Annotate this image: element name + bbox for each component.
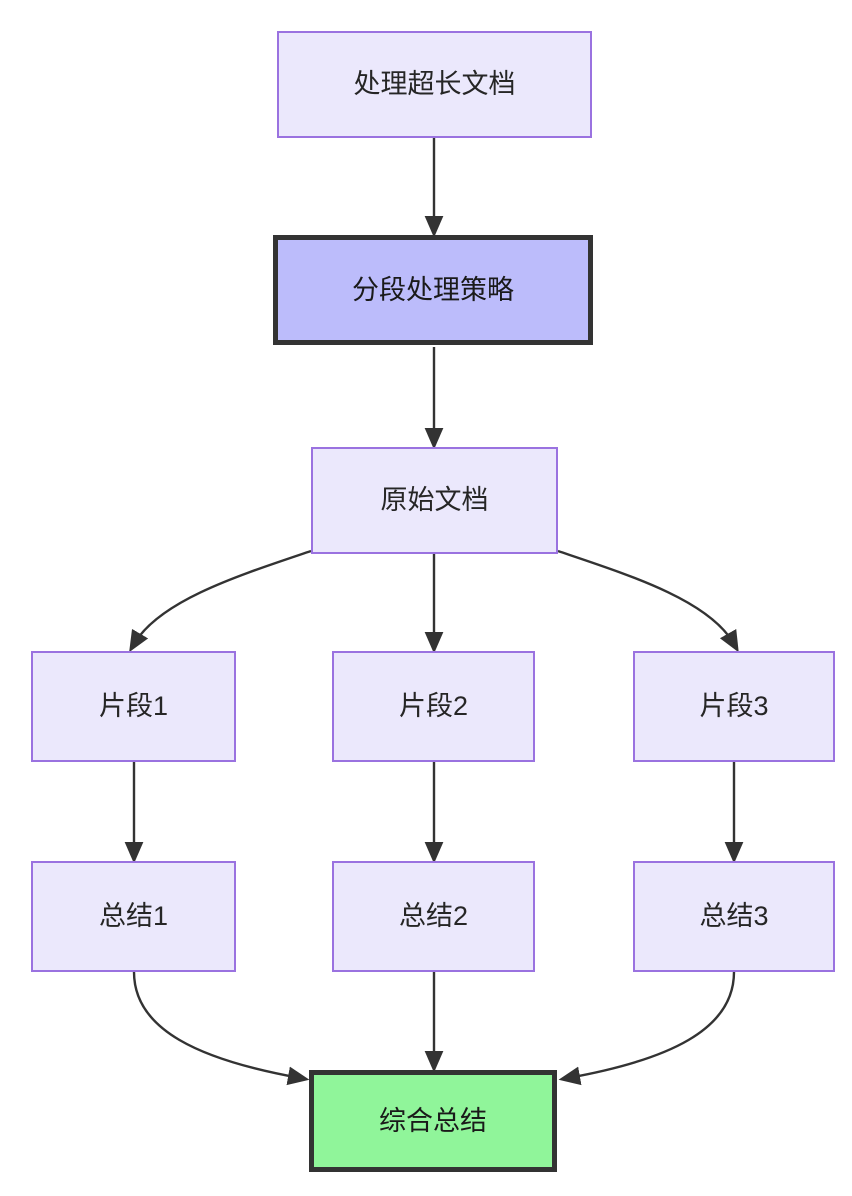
node-label: 处理超长文档 <box>353 69 516 100</box>
node-process-long-document[interactable]: 处理超长文档 <box>277 31 592 138</box>
node-label: 总结3 <box>699 901 769 932</box>
node-label: 分段处理策略 <box>352 274 514 305</box>
node-label: 片段2 <box>398 691 469 722</box>
node-label: 总结1 <box>98 901 169 932</box>
edge-n7-to-n10 <box>132 971 310 1086</box>
node-fragment-3[interactable]: 片段3 <box>633 651 835 762</box>
node-fragment-2[interactable]: 片段2 <box>332 651 535 762</box>
node-chunking-strategy[interactable]: 分段处理策略 <box>273 235 593 345</box>
node-summary-1[interactable]: 总结1 <box>31 861 236 972</box>
node-label: 片段1 <box>98 691 169 722</box>
node-summary-3[interactable]: 总结3 <box>633 861 835 972</box>
node-label: 综合总结 <box>379 1105 487 1136</box>
node-label: 片段3 <box>699 691 769 722</box>
node-fragment-1[interactable]: 片段1 <box>31 651 236 762</box>
node-label: 总结2 <box>398 901 469 932</box>
edge-n3-to-n6 <box>557 549 739 653</box>
node-final-summary[interactable]: 综合总结 <box>309 1070 557 1172</box>
node-summary-2[interactable]: 总结2 <box>332 861 535 972</box>
node-original-document[interactable]: 原始文档 <box>311 447 558 554</box>
edge-n3-to-n4 <box>129 549 312 653</box>
edge-n9-to-n10 <box>558 971 736 1086</box>
node-label: 原始文档 <box>380 485 489 516</box>
